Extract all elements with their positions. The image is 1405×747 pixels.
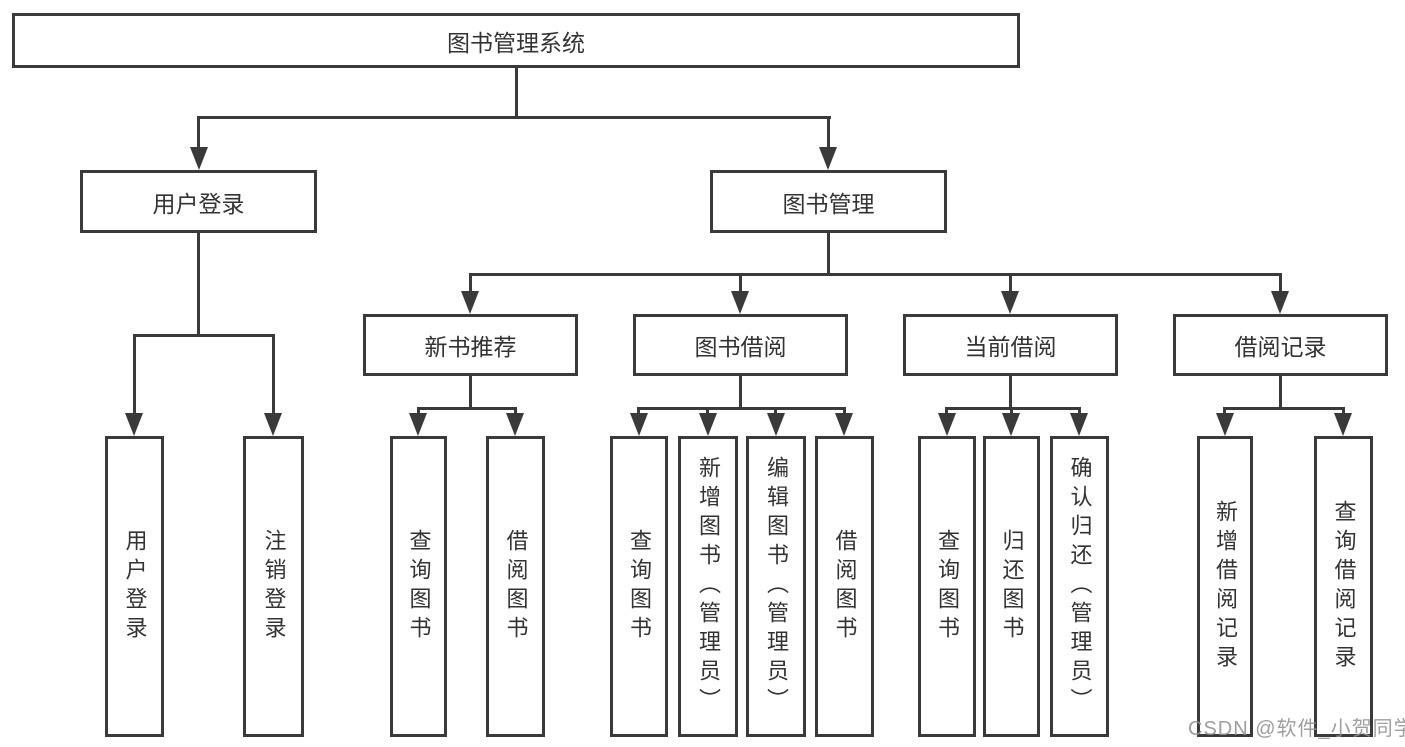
node-leaf-query-books-recommend: 查询图书 bbox=[390, 436, 447, 737]
edge-borrowing-stem-3 bbox=[774, 407, 777, 415]
edge-borrowing-vline bbox=[739, 376, 742, 410]
edge-root-vline bbox=[515, 68, 518, 119]
arrowhead-icon bbox=[699, 413, 717, 436]
edge-borrowing-stem-4 bbox=[843, 407, 846, 415]
node-leaf-query-books-current: 查询图书 bbox=[918, 436, 976, 737]
edge-root-stem-left bbox=[197, 116, 200, 149]
arrowhead-icon bbox=[767, 413, 785, 436]
edge-current-stem-3 bbox=[1078, 407, 1081, 415]
arrowhead-icon bbox=[819, 147, 837, 170]
edge-root-stem-right bbox=[827, 116, 830, 149]
arrowhead-icon bbox=[1271, 291, 1289, 314]
edge-borrowing-stem-1 bbox=[637, 407, 640, 415]
arrowhead-icon bbox=[1001, 291, 1019, 314]
edge-userlogin-hline bbox=[133, 334, 275, 337]
edge-current-hline bbox=[945, 407, 1081, 410]
node-leaf-return-books: 归还图书 bbox=[983, 436, 1040, 737]
node-leaf-add-borrow-record: 新增借阅记录 bbox=[1197, 436, 1253, 737]
node-leaf-logout: 注销登录 bbox=[243, 436, 304, 737]
edge-borrowing-hline bbox=[637, 407, 845, 410]
arrowhead-icon bbox=[506, 413, 524, 436]
node-current-borrowing: 当前借阅 bbox=[903, 314, 1118, 376]
edge-userlogin-vline bbox=[197, 233, 200, 337]
node-leaf-user-login: 用户登录 bbox=[105, 436, 164, 737]
arrowhead-icon bbox=[1070, 413, 1088, 436]
edge-recommend-stem-2 bbox=[514, 407, 517, 415]
node-root: 图书管理系统 bbox=[12, 13, 1020, 68]
node-leaf-query-books-borrowing: 查询图书 bbox=[610, 436, 668, 737]
node-leaf-borrow-books-borrowing: 借阅图书 bbox=[815, 436, 874, 737]
edge-current-stem-1 bbox=[945, 407, 948, 415]
edge-bookmgmt-stem-4 bbox=[1279, 273, 1282, 293]
edge-recommend-vline bbox=[469, 376, 472, 410]
arrowhead-icon bbox=[190, 147, 208, 170]
arrowhead-icon bbox=[1002, 413, 1020, 436]
arrowhead-icon bbox=[461, 291, 479, 314]
edge-records-stem-2 bbox=[1342, 407, 1345, 415]
arrowhead-icon bbox=[938, 413, 956, 436]
edge-bookmgmt-vline bbox=[827, 233, 830, 276]
edge-recommend-hline bbox=[417, 407, 517, 410]
arrowhead-icon bbox=[835, 413, 853, 436]
node-leaf-query-borrow-record: 查询借阅记录 bbox=[1314, 436, 1373, 737]
edge-records-vline bbox=[1279, 376, 1282, 410]
arrowhead-icon bbox=[630, 413, 648, 436]
arrowhead-icon bbox=[409, 413, 427, 436]
arrowhead-icon bbox=[125, 413, 143, 436]
node-leaf-add-book-admin: 新增图书（管理员） bbox=[678, 436, 738, 737]
edge-bookmgmt-hline bbox=[469, 273, 1282, 276]
edge-userlogin-stem-1 bbox=[133, 334, 136, 415]
node-book-borrowing: 图书借阅 bbox=[633, 314, 848, 376]
edge-recommend-stem-1 bbox=[417, 407, 420, 415]
edge-bookmgmt-stem-2 bbox=[739, 273, 742, 293]
node-user-login-branch: 用户登录 bbox=[80, 170, 317, 233]
arrowhead-icon bbox=[1334, 413, 1352, 436]
arrowhead-icon bbox=[731, 291, 749, 314]
arrowhead-icon bbox=[1216, 413, 1234, 436]
node-borrowing-records: 借阅记录 bbox=[1173, 314, 1388, 376]
edge-current-vline bbox=[1009, 376, 1012, 410]
edge-records-hline bbox=[1223, 407, 1345, 410]
node-leaf-edit-book-admin: 编辑图书（管理员） bbox=[746, 436, 806, 737]
edge-root-hline bbox=[197, 116, 831, 119]
node-leaf-confirm-return-admin: 确认归还（管理员） bbox=[1050, 436, 1109, 737]
node-leaf-borrow-books-recommend: 借阅图书 bbox=[486, 436, 545, 737]
edge-userlogin-stem-2 bbox=[272, 334, 275, 415]
edge-records-stem-1 bbox=[1223, 407, 1226, 415]
node-new-book-recommend: 新书推荐 bbox=[363, 314, 578, 376]
node-book-management: 图书管理 bbox=[710, 170, 947, 233]
edge-borrowing-stem-2 bbox=[706, 407, 709, 415]
edge-current-stem-2 bbox=[1010, 407, 1013, 415]
arrowhead-icon bbox=[264, 413, 282, 436]
edge-bookmgmt-stem-3 bbox=[1009, 273, 1012, 293]
watermark: CSDN @软件_小贺同学 bbox=[1188, 718, 1405, 740]
edge-bookmgmt-stem-1 bbox=[469, 273, 472, 293]
